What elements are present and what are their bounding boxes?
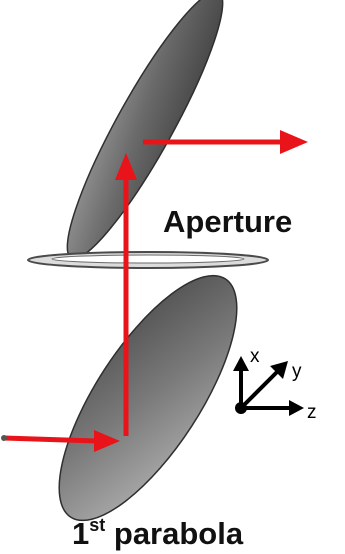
aperture-label: Aperture [163, 204, 292, 239]
coordinate-axes: x y z [233, 346, 317, 423]
vertical-beam [115, 153, 137, 436]
axis-x-label: x [250, 346, 260, 367]
axis-origin-dot [235, 402, 247, 414]
axis-z-label: z [307, 402, 317, 423]
input-beam [1, 430, 120, 452]
output-beam [143, 130, 308, 154]
axis-y-arrow [239, 361, 288, 410]
axis-z-arrow [241, 400, 304, 416]
first-parabola-mirror [58, 274, 238, 522]
axis-x-arrow [233, 356, 249, 408]
axis-y-label: y [292, 361, 302, 382]
parabola-label: 1st parabola [72, 515, 244, 551]
aperture-ring [27, 251, 269, 269]
